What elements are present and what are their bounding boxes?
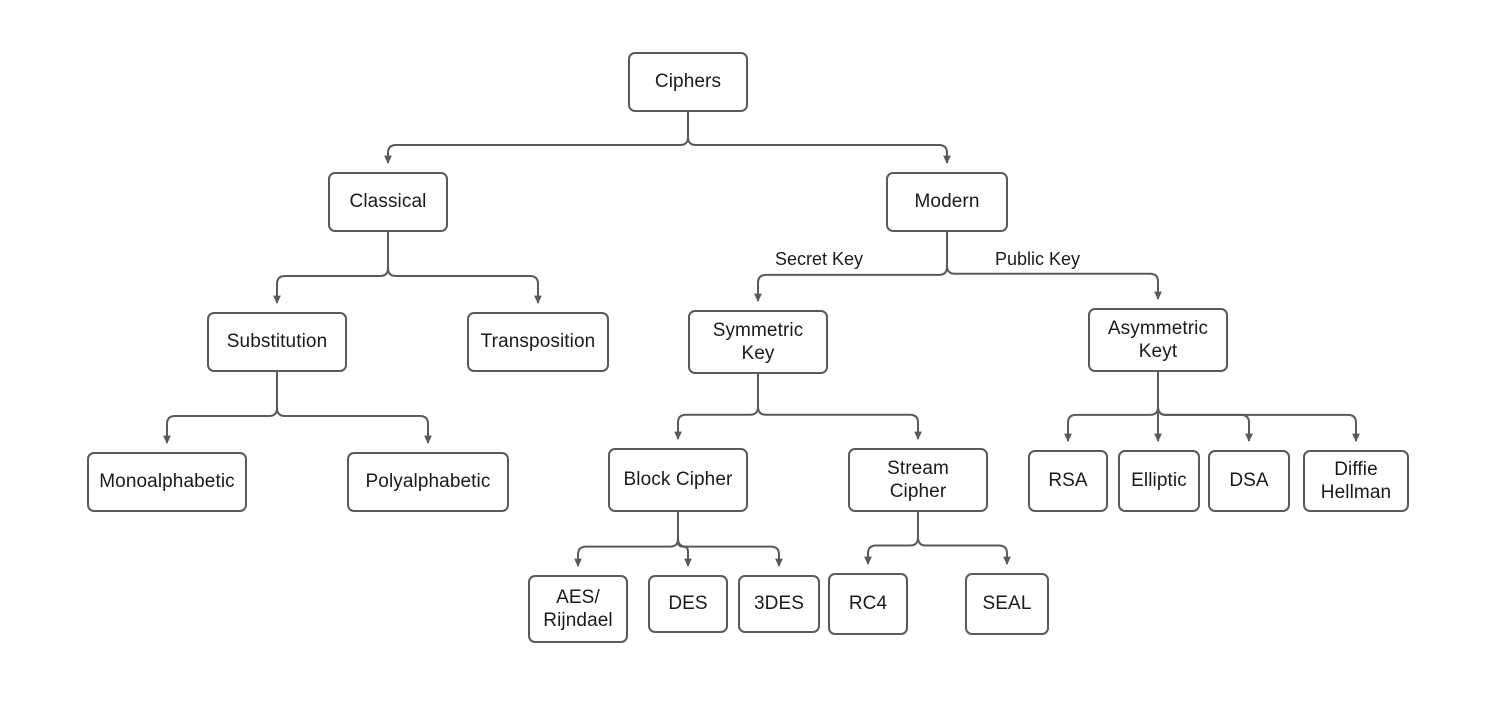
node-asymmetric[interactable]: Asymmetric Keyt <box>1088 308 1228 372</box>
node-3des[interactable]: 3DES <box>738 575 820 633</box>
node-elliptic[interactable]: Elliptic <box>1118 450 1200 512</box>
edge-label-secret-key-label: Secret Key <box>772 249 867 270</box>
edge-label-public-key-label: Public Key <box>992 249 1084 270</box>
node-dsa[interactable]: DSA <box>1208 450 1290 512</box>
node-des[interactable]: DES <box>648 575 728 633</box>
node-modern[interactable]: Modern <box>886 172 1008 232</box>
edge-symmetric-block <box>674 374 759 440</box>
node-substitution[interactable]: Substitution <box>207 312 347 372</box>
node-seal[interactable]: SEAL <box>965 573 1049 635</box>
edge-block-des <box>677 512 692 567</box>
node-polyalphabetic[interactable]: Polyalphabetic <box>347 452 509 512</box>
node-aes-rijndael[interactable]: AES/ Rijndael <box>528 575 628 643</box>
edge-substitution-poly <box>276 372 432 444</box>
edge-block-3des <box>677 512 783 567</box>
edge-asymmetric-rsa <box>1064 372 1159 442</box>
edge-substitution-mono <box>163 372 278 444</box>
node-ciphers[interactable]: Ciphers <box>628 52 748 112</box>
node-rc4[interactable]: RC4 <box>828 573 908 635</box>
edge-symmetric-stream <box>757 374 922 440</box>
edge-stream-seal <box>917 512 1011 565</box>
node-symmetric[interactable]: Symmetric Key <box>688 310 828 374</box>
edge-ciphers-classical <box>384 112 689 164</box>
edge-stream-rc4 <box>864 512 919 565</box>
node-monoalphabetic[interactable]: Monoalphabetic <box>87 452 247 512</box>
node-block-cipher[interactable]: Block Cipher <box>608 448 748 512</box>
edge-classical-transposition <box>387 232 542 304</box>
edge-block-aes <box>574 512 679 567</box>
node-classical[interactable]: Classical <box>328 172 448 232</box>
edge-asymmetric-diffie <box>1157 372 1360 442</box>
node-transposition[interactable]: Transposition <box>467 312 609 372</box>
edge-classical-substitution <box>273 232 389 304</box>
node-stream-cipher[interactable]: Stream Cipher <box>848 448 988 512</box>
node-diffie-hellman[interactable]: Diffie Hellman <box>1303 450 1409 512</box>
edge-ciphers-modern <box>687 112 951 164</box>
edge-asymmetric-dsa <box>1157 372 1253 442</box>
node-rsa[interactable]: RSA <box>1028 450 1108 512</box>
